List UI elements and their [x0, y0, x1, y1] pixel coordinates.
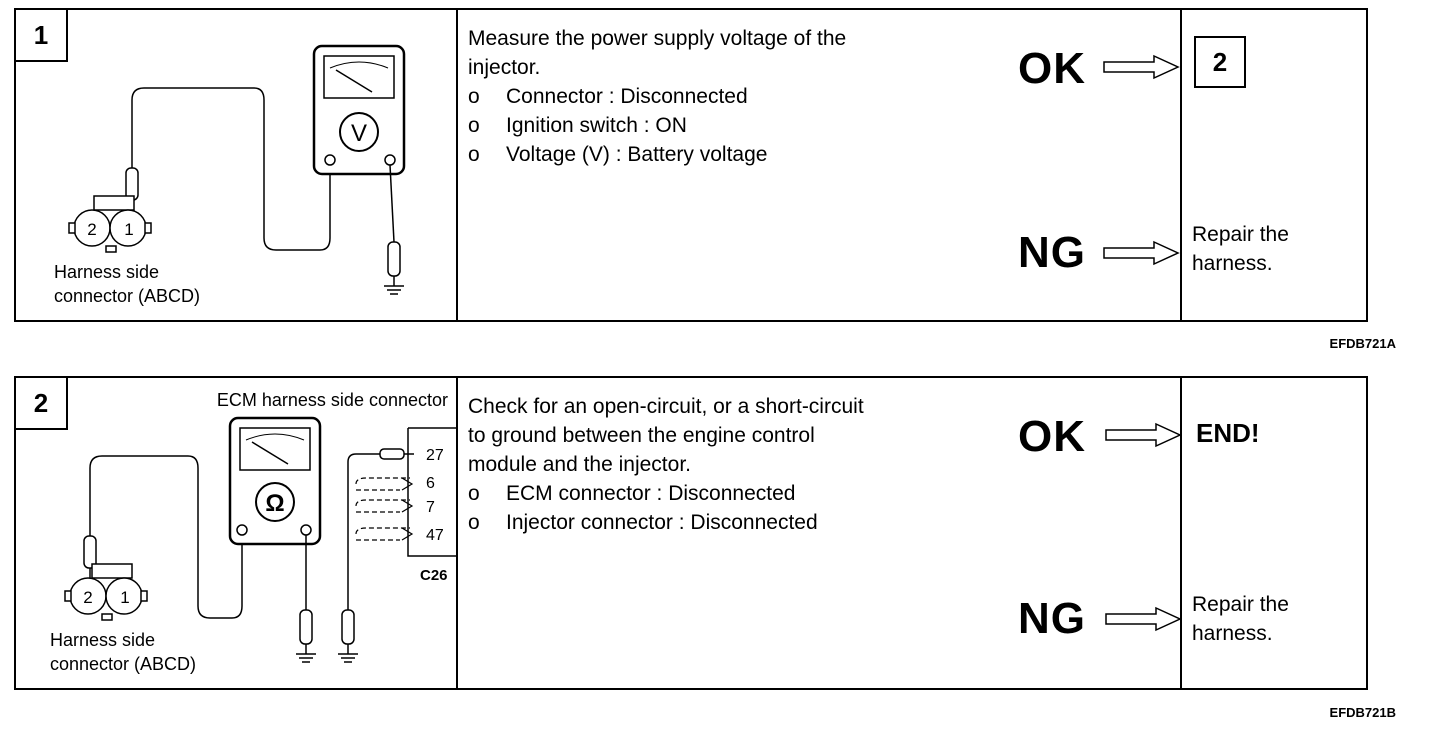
- test-lead-wire: [131, 87, 331, 251]
- svg-text:6: 6: [426, 475, 435, 492]
- step-1-panel: 1 2 1: [14, 8, 1368, 322]
- voltmeter-icon: V: [312, 44, 406, 176]
- procedure-text: Check for an open-circuit, or a short-ci…: [468, 392, 938, 537]
- step-2-figure-cell: 2 ECM harness side connector 2 1: [16, 378, 458, 688]
- svg-text:1: 1: [124, 220, 133, 239]
- harness-label-line-1: Harness side: [54, 262, 159, 282]
- ok-arrow-icon: [1103, 54, 1180, 80]
- voltage-measurement-diagram: 2 1 V Harness si: [54, 44, 406, 306]
- step-2-procedure-cell: Check for an open-circuit, or a short-ci…: [458, 378, 1182, 688]
- svg-text:C26: C26: [420, 567, 448, 584]
- ecm-connector-icon: 27 6 7 47 C26: [355, 427, 456, 584]
- probe-tip-icon: [125, 167, 139, 201]
- ground-icon: [296, 644, 316, 663]
- step-number: 1: [16, 10, 68, 62]
- step-number: 2: [16, 378, 68, 430]
- procedure-description-line: Check for an open-circuit, or a short-ci…: [468, 395, 864, 418]
- figure-code: EFDB721A: [1329, 336, 1396, 351]
- ng-label: NG: [1018, 594, 1086, 643]
- svg-text:V: V: [351, 120, 367, 147]
- step-1-result-cell: 2 Repair the harness.: [1182, 10, 1368, 320]
- ok-arrow-icon: [1105, 422, 1182, 448]
- svg-text:27: 27: [426, 447, 444, 464]
- ng-arrow-icon: [1103, 240, 1180, 266]
- step-2-panel: 2 ECM harness side connector 2 1: [14, 376, 1368, 690]
- probe-tip-icon: [83, 535, 97, 569]
- ohmmeter-icon: Ω: [228, 416, 322, 546]
- ground-icon: [384, 276, 404, 295]
- step-2-result-cell: END! Repair the harness.: [1182, 378, 1368, 688]
- ecm-connector-label: ECM harness side connector: [217, 390, 448, 410]
- procedure-description-line: to ground between the engine control: [468, 424, 815, 447]
- procedure-description-line: module and the injector.: [468, 453, 691, 476]
- step-1-procedure-cell: Measure the power supply voltage of the …: [458, 10, 1182, 320]
- ground-probe-icon: [299, 609, 313, 645]
- ground-probe-icon: [387, 241, 401, 277]
- procedure-description: Measure the power supply voltage of the …: [468, 27, 847, 79]
- harness-connector-icon: 2 1: [68, 195, 152, 253]
- svg-text:47: 47: [426, 527, 444, 544]
- ok-label: OK: [1018, 412, 1086, 461]
- test-lead-wire: [89, 455, 243, 619]
- procedure-text: Measure the power supply voltage of the …: [468, 24, 938, 169]
- ground-icon: [338, 644, 358, 663]
- ng-label: NG: [1018, 228, 1086, 277]
- figure-code: EFDB721B: [1329, 705, 1396, 720]
- svg-text:Ω: Ω: [265, 490, 284, 517]
- go-to-step-box: 2: [1194, 36, 1246, 88]
- harness-label-line-1: Harness side: [50, 630, 155, 650]
- svg-text:2: 2: [83, 588, 92, 607]
- ok-label: OK: [1018, 44, 1086, 93]
- ng-result-text: Repair the harness.: [1192, 593, 1289, 645]
- step-1-figure-cell: 1 2 1: [16, 10, 458, 320]
- svg-text:7: 7: [426, 499, 435, 516]
- end-result-text: END!: [1196, 418, 1260, 448]
- ng-arrow-icon: [1105, 606, 1182, 632]
- ng-result-text: Repair the harness.: [1192, 223, 1289, 275]
- harness-label-line-2: connector (ABCD): [54, 286, 200, 306]
- resistance-measurement-diagram: ECM harness side connector 2 1: [50, 390, 456, 674]
- svg-text:1: 1: [120, 588, 129, 607]
- svg-text:2: 2: [87, 220, 96, 239]
- harness-label-line-2: connector (ABCD): [50, 654, 196, 674]
- harness-connector-icon: 2 1: [64, 563, 148, 621]
- ground-probe-icon: [341, 609, 355, 645]
